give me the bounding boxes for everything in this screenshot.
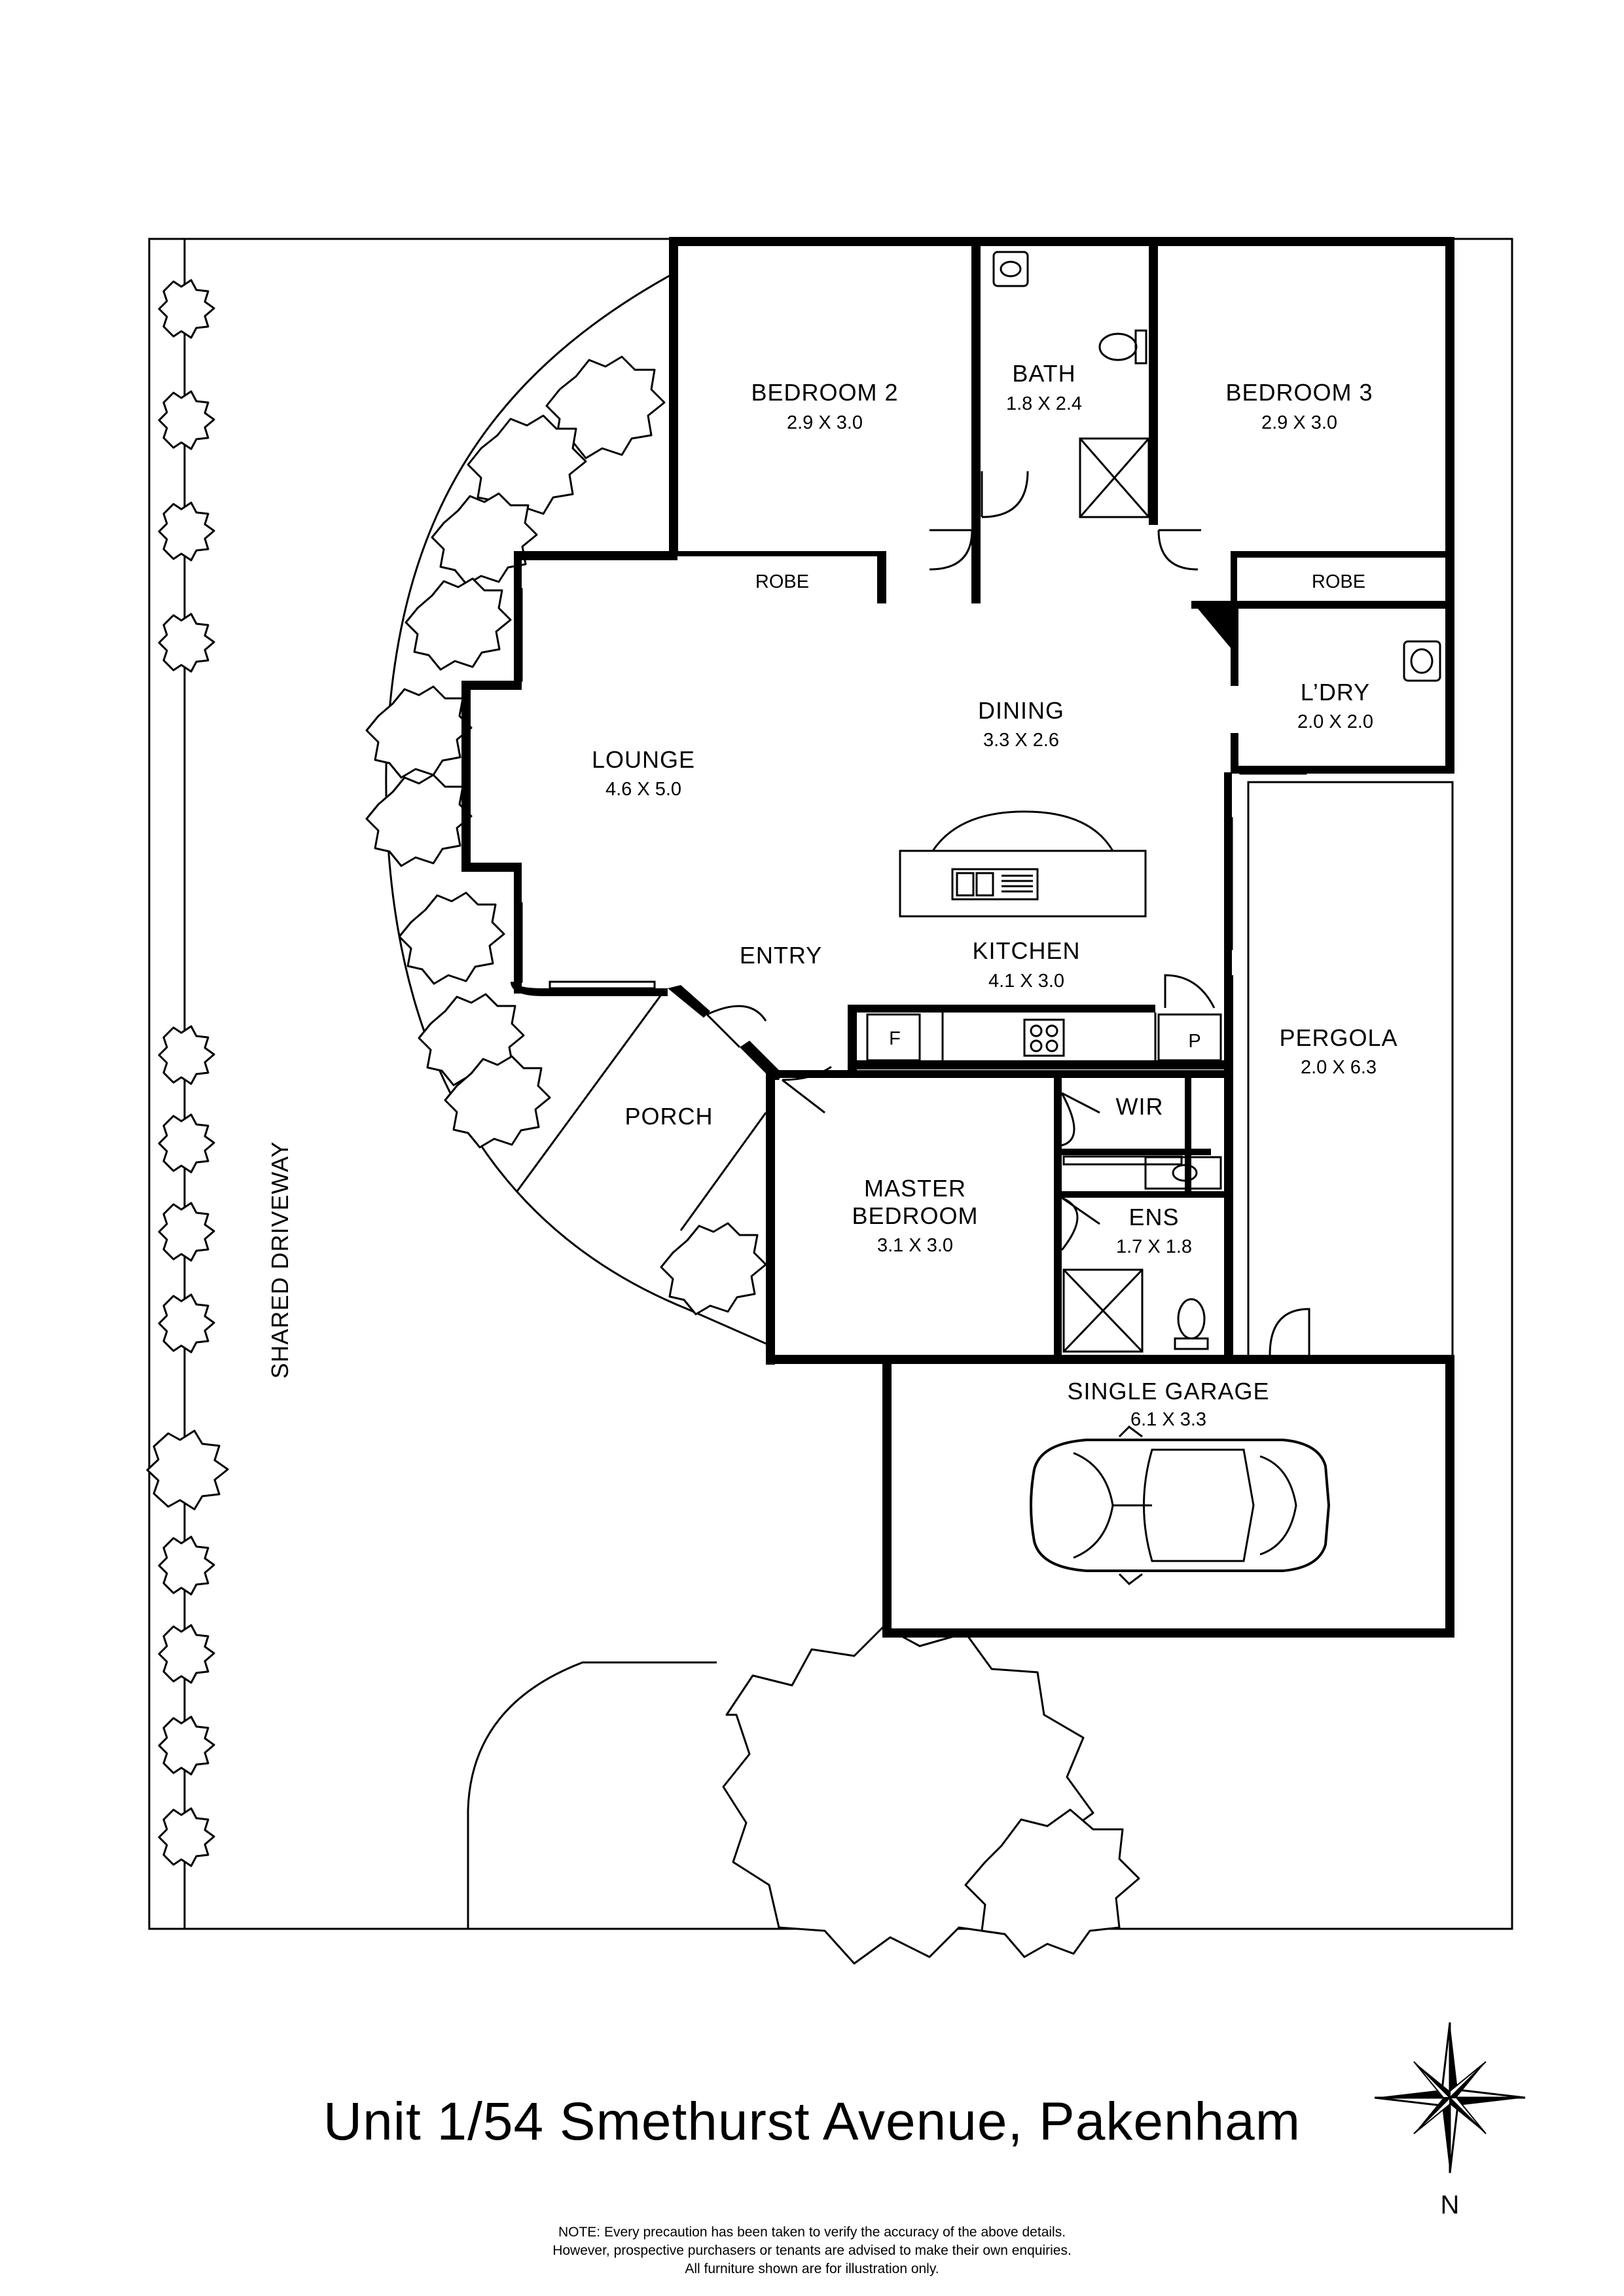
garden-trees	[365, 355, 767, 1316]
pergola-dim: 2.0 X 6.3	[1301, 1057, 1377, 1078]
property-address: Unit 1/54 Smethurst Avenue, Pakenham	[323, 2092, 1301, 2151]
dining-dim: 3.3 X 2.6	[983, 730, 1059, 751]
porch-lines	[516, 994, 767, 1231]
ensuite-fixtures	[1062, 1156, 1222, 1353]
note-line-3: All furniture shown are for illustration…	[685, 2261, 939, 2276]
fridge-box	[866, 1013, 921, 1062]
entry-name: ENTRY	[740, 942, 822, 969]
garage-name: SINGLE GARAGE	[1067, 1378, 1269, 1405]
compass-north-label: N	[1441, 2191, 1460, 2219]
bath-name: BATH	[1012, 360, 1075, 387]
bedroom2-dim: 2.9 X 3.0	[787, 412, 863, 433]
ensuite-toilet-icon	[1174, 1298, 1209, 1350]
boundary-trees	[146, 279, 229, 1867]
compass-rose-icon	[1374, 2022, 1526, 2174]
doors	[706, 471, 1310, 1355]
kitchen-island	[899, 810, 1147, 918]
lounge-name: LOUNGE	[592, 746, 695, 773]
kitchen-bench	[866, 1013, 1222, 1062]
pantry-box	[1157, 1013, 1222, 1062]
bath-fixtures	[992, 251, 1150, 518]
bedroom3-dim: 2.9 X 3.0	[1261, 412, 1337, 433]
master-name-line1: MASTER	[864, 1175, 966, 1202]
robe-right-name: ROBE	[1312, 571, 1365, 592]
room-labels: BEDROOM 2 2.9 X 3.0 BATH 1.8 X 2.4 BEDRO…	[592, 360, 1398, 1430]
garage-dim: 6.1 X 3.3	[1130, 1409, 1206, 1430]
shared-driveway-label: SHARED DRIVEWAY	[266, 1141, 293, 1378]
disclaimer-note: NOTE: Every precaution has been taken to…	[0, 2223, 1624, 2278]
wir-shelving	[1062, 1155, 1183, 1166]
bath-basin-icon	[992, 251, 1029, 287]
ensuite-name: ENS	[1128, 1204, 1179, 1230]
kitchen-dim: 4.1 X 3.0	[988, 971, 1064, 992]
dining-name: DINING	[978, 697, 1064, 724]
ensuite-shower-icon	[1062, 1268, 1144, 1353]
ensuite-dim: 1.7 X 1.8	[1116, 1236, 1192, 1257]
pantry-label: P	[1188, 1031, 1200, 1052]
kitchen-name: KITCHEN	[972, 937, 1080, 964]
porch-name: PORCH	[624, 1103, 713, 1130]
car-icon	[1030, 1426, 1331, 1585]
laundry-name: L’DRY	[1301, 679, 1370, 706]
pergola-name: PERGOLA	[1279, 1024, 1398, 1051]
note-line-1: NOTE: Every precaution has been taken to…	[558, 2225, 1066, 2240]
bedroom2-name: BEDROOM 2	[751, 379, 898, 406]
bath-dim: 1.8 X 2.4	[1006, 393, 1082, 414]
sink-icon	[951, 868, 1039, 901]
driveway-curve	[385, 274, 770, 1346]
wir-name: WIR	[1116, 1093, 1164, 1120]
fridge-label: F	[889, 1028, 901, 1049]
lounge-dim: 4.6 X 5.0	[605, 779, 681, 800]
ensuite-basin-icon	[1144, 1156, 1222, 1190]
laundry-dim: 2.0 X 2.0	[1297, 711, 1373, 732]
master-dim: 3.1 X 3.0	[877, 1235, 953, 1256]
windows	[461, 237, 1454, 1638]
bedroom3-name: BEDROOM 3	[1225, 379, 1373, 406]
bath-toilet-icon	[1098, 329, 1147, 365]
bath-shower-icon	[1079, 437, 1150, 518]
large-trees	[722, 1625, 1140, 1965]
cooktop-icon	[1023, 1018, 1065, 1057]
note-line-2: However, prospective purchasers or tenan…	[552, 2243, 1072, 2258]
master-name-line2: BEDROOM	[852, 1202, 978, 1229]
laundry-trough-icon	[1403, 640, 1441, 682]
robe-left-name: ROBE	[755, 571, 809, 592]
